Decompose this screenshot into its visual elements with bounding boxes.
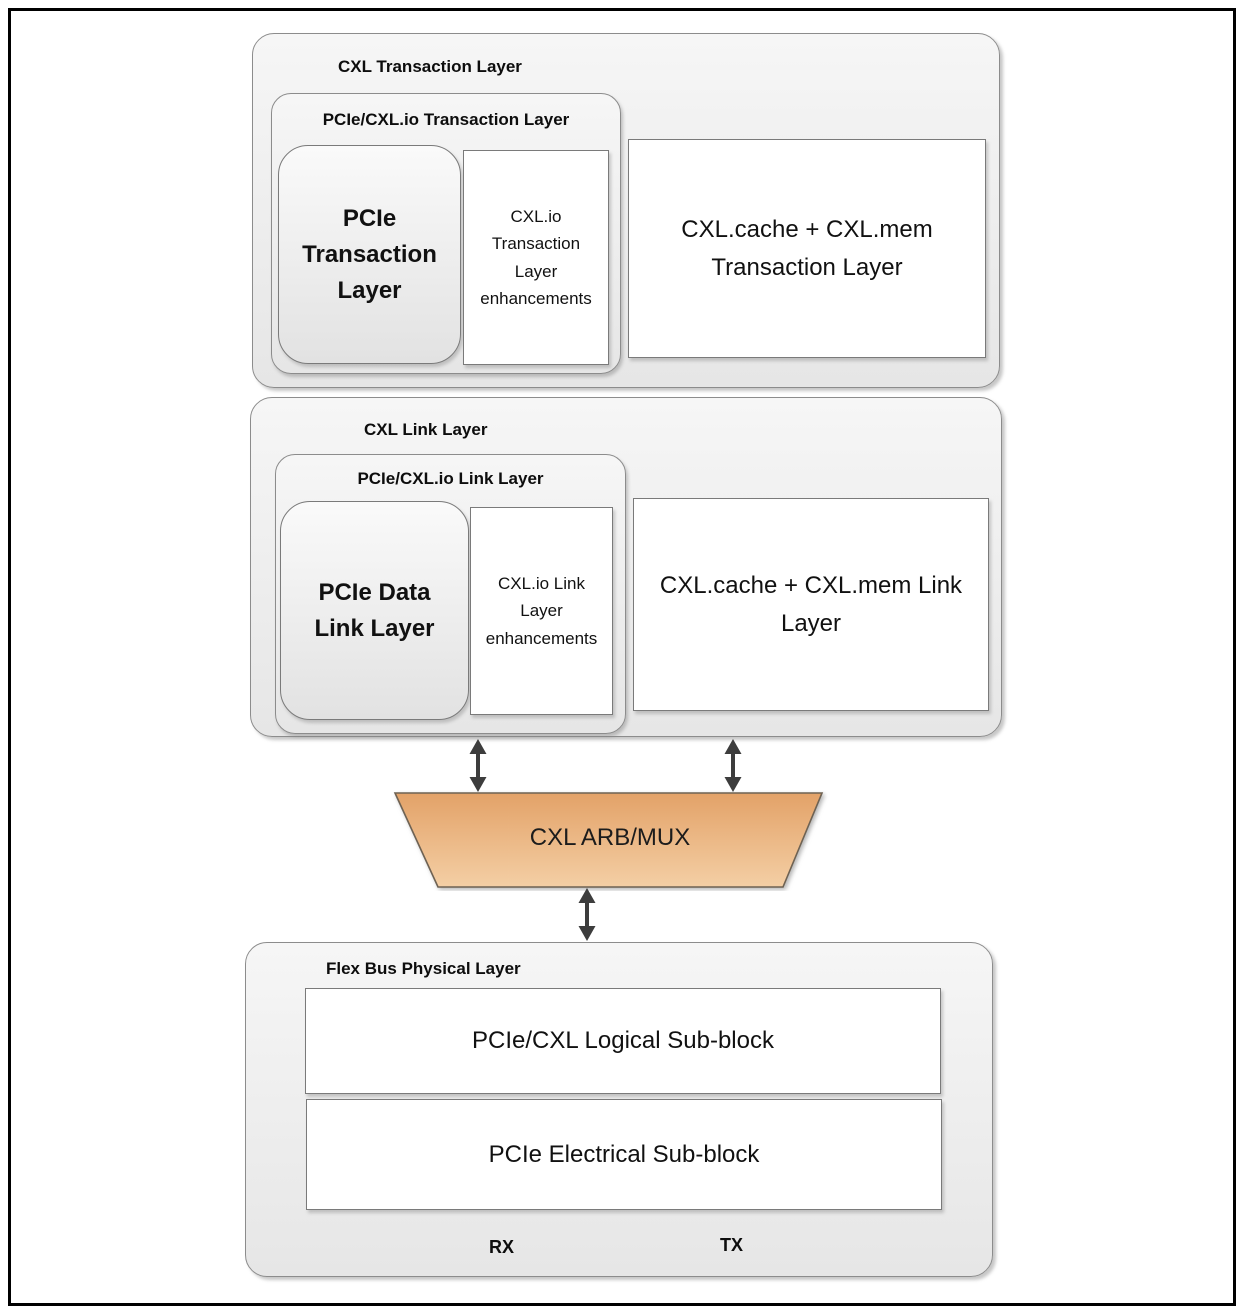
bidirectional-arrow-icon-right xyxy=(724,739,742,792)
bidirectional-arrow-icon-bottom xyxy=(578,888,596,941)
pcie-electrical-subblock-box: PCIe Electrical Sub-block xyxy=(306,1099,942,1210)
cxl-arbmux-label: CXL ARB/MUX xyxy=(529,824,691,851)
cxl-cache-mem-link-layer-box: CXL.cache + CXL.mem Link Layer xyxy=(633,498,989,711)
pcie-cxlio-transaction-layer-title: PCIe/CXL.io Transaction Layer xyxy=(322,110,570,129)
rx-label: RX xyxy=(489,1237,515,1257)
cxl-transaction-layer-title: CXL Transaction Layer xyxy=(338,57,522,76)
cxl-transaction-layer-container: CXL Transaction Layer PCIe/CXL.io Transa… xyxy=(252,33,1000,388)
pcie-cxlio-link-layer-title: PCIe/CXL.io Link Layer xyxy=(357,469,544,488)
page-border xyxy=(8,8,1236,1306)
tx-label: TX xyxy=(720,1235,744,1255)
bidirectional-arrow-icon-left xyxy=(469,739,487,792)
pcie-cxlio-link-layer-container: PCIe/CXL.io Link Layer PCIe Data Link La… xyxy=(275,454,626,734)
flex-bus-physical-layer-title: Flex Bus Physical Layer xyxy=(326,959,521,978)
cxlio-link-enhancements-box: CXL.io Link Layer enhancements xyxy=(470,507,613,715)
cxl-arbmux-shape: CXL ARB/MUX xyxy=(390,790,830,891)
cxl-link-layer-title: CXL Link Layer xyxy=(364,420,488,439)
pcie-cxlio-transaction-layer-container: PCIe/CXL.io Transaction Layer PCIe Trans… xyxy=(271,93,621,374)
flex-bus-physical-layer-container: Flex Bus Physical Layer PCIe/CXL Logical… xyxy=(245,942,993,1277)
arbmux-trapezoid-icon xyxy=(393,792,824,888)
cxl-link-layer-container: CXL Link Layer PCIe/CXL.io Link Layer PC… xyxy=(250,397,1002,737)
pcie-data-link-layer-box: PCIe Data Link Layer xyxy=(280,501,469,720)
pcie-transaction-layer-box: PCIe Transaction Layer xyxy=(278,145,461,364)
cxl-cache-mem-transaction-layer-box: CXL.cache + CXL.mem Transaction Layer xyxy=(628,139,986,358)
cxlio-transaction-enhancements-box: CXL.io Transaction Layer enhancements xyxy=(463,150,609,365)
pcie-cxl-logical-subblock-box: PCIe/CXL Logical Sub-block xyxy=(305,988,941,1094)
